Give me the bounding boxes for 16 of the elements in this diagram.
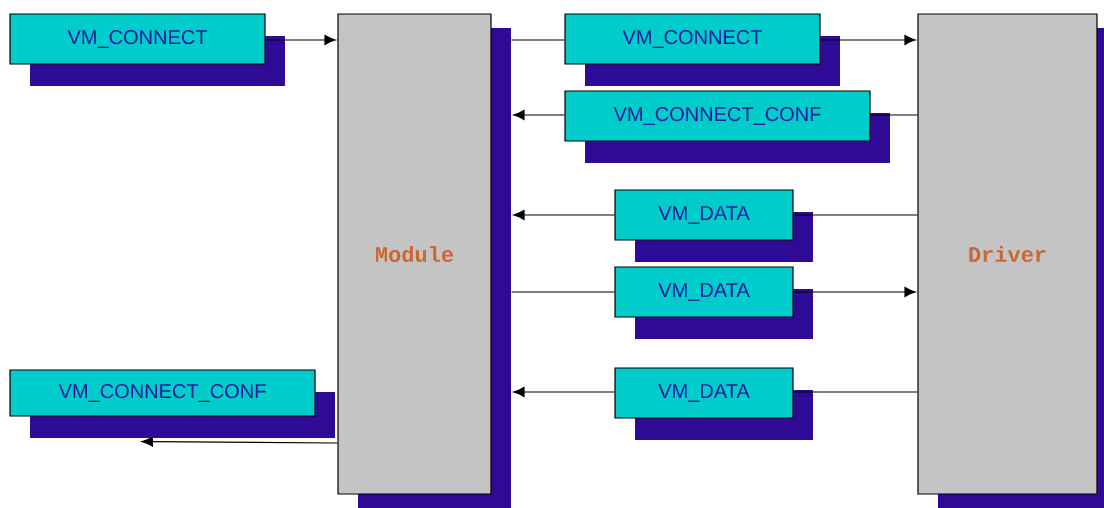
- arrow: [141, 436, 338, 447]
- component-block: Driver: [917, 13, 1104, 508]
- arrow: [513, 387, 615, 397]
- message-box: VM_CONNECT_CONF: [564, 90, 890, 163]
- message-box: VM_DATA: [614, 266, 813, 339]
- arrow: [265, 35, 336, 45]
- message-box: VM_DATA: [614, 367, 813, 440]
- arrow: [793, 287, 916, 297]
- message-box: VM_CONNECT: [564, 13, 840, 86]
- component-block: Module: [337, 13, 511, 508]
- message-box: VM_CONNECT: [9, 13, 285, 86]
- arrow: [513, 210, 615, 220]
- message-box: VM_DATA: [614, 189, 813, 262]
- message-box: VM_CONNECT_CONF: [9, 369, 335, 438]
- arrow: [820, 35, 916, 45]
- arrow: [513, 110, 565, 120]
